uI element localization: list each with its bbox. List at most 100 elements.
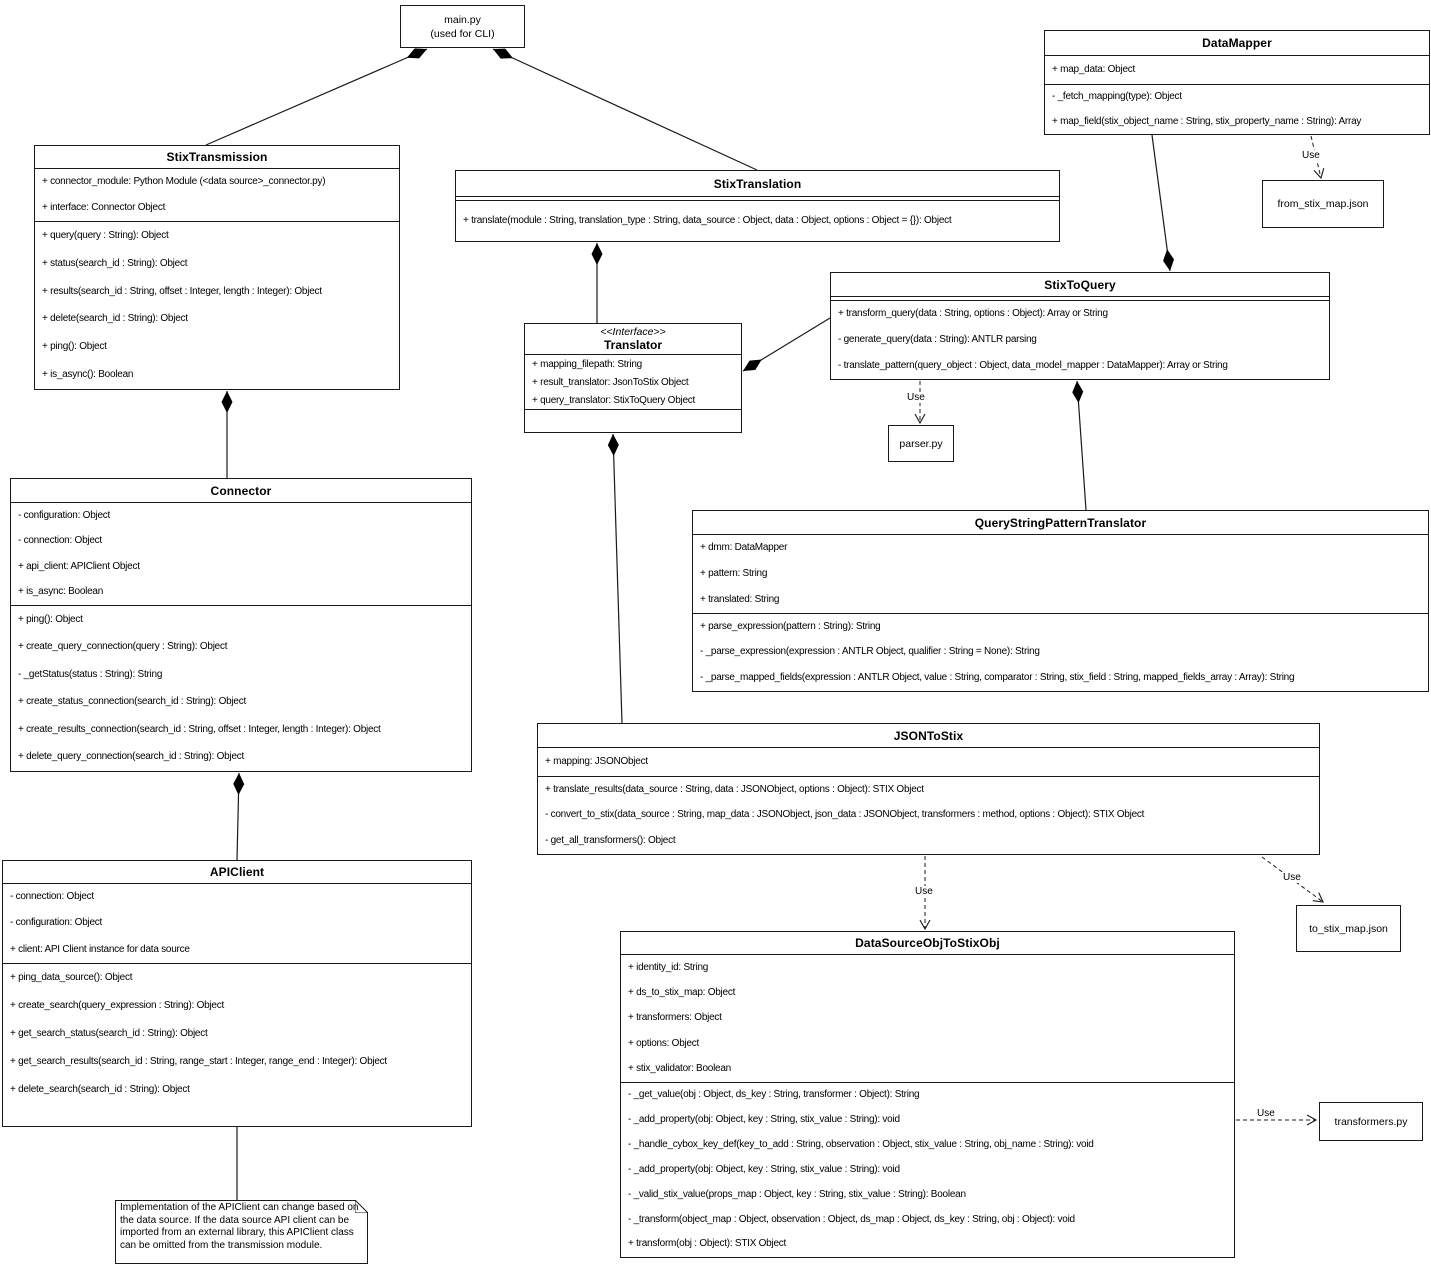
apiclient-note: Implementation of the APIClient can chan… [115,1200,368,1264]
class-header: <<Interface>> Translator [525,324,741,355]
artifact-label: from_stix_map.json [1277,198,1369,210]
uml-member: + query(query : String): Object [42,229,169,241]
edge-translator-stixtoquery [742,317,831,372]
class-connector: Connector - configuration: Object - conne… [10,478,472,772]
uml-member: + ping_data_source(): Object [10,972,133,983]
artifact-label: to_stix_map.json [1309,922,1388,935]
class-jsontostix: JSONToStix + mapping: JSONObject + trans… [537,723,1320,855]
uml-member: - generate_query(data : String): ANTLR p… [838,334,1037,345]
methods-section: - _get_value(obj : Object, ds_key : Stri… [621,1082,1234,1257]
uml-member: + create_search(query_expression : Strin… [10,1000,224,1011]
uml-member: + transformers: Object [628,1012,722,1024]
class-title: Translator [603,338,663,352]
attributes-section: + map_data: Object [1045,56,1429,84]
class-querystringpatterntranslator: QueryStringPatternTranslator + dmm: Data… [692,510,1429,692]
uml-member: + client: API Client instance for data s… [10,943,190,955]
uml-member: - _parse_mapped_fields(expression : ANTL… [700,672,1295,684]
use-dependency-label: Use [905,392,927,403]
uml-member: + translated: String [700,594,780,605]
artifact-label: transformers.py [1334,1115,1408,1128]
uml-member: + transform_query(data : String, options… [838,308,1108,319]
uml-member: - _transform(object_map : Object, observ… [628,1213,1075,1225]
uml-member: + delete_query_connection(search_id : St… [18,751,245,763]
main-py-title: main.py [444,13,481,26]
class-title: StixTransmission [35,146,399,169]
uml-member: + transform(obj : Object): STIX Object [628,1238,787,1250]
uml-member: + status(search_id : String): Object [42,257,188,269]
uml-member: + create_results_connection(search_id : … [18,723,381,735]
attributes-section: + mapping_filepath: String+ result_trans… [525,355,741,409]
artifact-transformers-py: transformers.py [1319,1102,1423,1141]
uml-member: + results(search_id : String, offset : I… [42,285,322,297]
edge-stixtoquery-querystringpatterntranslator [1072,380,1087,511]
uml-member: + identity_id: String [628,961,709,973]
use-dependency-label: Use [1300,150,1322,161]
edge-datamapper-stixtoquery [1151,134,1175,272]
use-dependency-label: Use [913,886,935,897]
attributes-section: + connector_module: Python Module (<data… [35,169,399,221]
class-title: QueryStringPatternTranslator [693,511,1428,535]
uml-member: + interface: Connector Object [42,202,166,213]
uml-member: + get_search_status(search_id : String):… [10,1028,208,1039]
artifact-to-stix-map-json: to_stix_map.json [1296,905,1401,952]
uml-member: - _add_property(obj: Object, key : Strin… [628,1163,900,1175]
uml-member: + options: Object [628,1037,700,1049]
uml-member: - convert_to_stix(data_source : String, … [545,809,1145,821]
class-title: APIClient [3,861,471,884]
uml-member: + mapping_filepath: String [532,358,642,370]
class-title: DataSourceObjToStixObj [621,932,1234,955]
interface-stereotype: <<Interface>> [600,326,666,338]
uml-member: + parse_expression(pattern : String): St… [700,620,881,632]
uml-member: - _add_property(obj: Object, key : Strin… [628,1114,900,1126]
uml-member: + pattern: String [700,568,768,579]
class-datamapper: DataMapper + map_data: Object - _fetch_m… [1044,30,1430,135]
methods-section: + transform_query(data : String, options… [831,300,1329,379]
class-title: StixTranslation [456,171,1059,197]
uml-member: + mapping: JSONObject [545,756,648,767]
uml-member: + is_async(): Boolean [42,369,134,381]
methods-section: + translate(module : String, translation… [456,200,1059,241]
uml-member: + create_query_connection(query : String… [18,641,228,653]
class-main-py: main.py (used for CLI) [400,5,525,48]
methods-section: + parse_expression(pattern : String): St… [693,613,1428,691]
edge-translator-jsontostix [607,433,623,724]
class-title: DataMapper [1045,31,1429,56]
artifact-parser-py: parser.py [888,425,954,462]
uml-member: + translate(module : String, translation… [463,215,952,226]
uml-member: + query_translator: StixToQuery Object [532,394,696,406]
uml-member: + stix_validator: Boolean [628,1063,731,1075]
methods-section: + ping_data_source(): Object + create_sea… [3,963,471,1126]
uml-member: + map_field(stix_object_name : String, s… [1052,115,1362,127]
uml-member: - _parse_expression(expression : ANTLR O… [700,646,1040,658]
uml-member: - connection: Object [18,535,102,547]
uml-member: - configuration: Object [10,917,103,929]
uml-member: + ds_to_stix_map: Object [628,987,736,999]
methods-section: - _fetch_mapping(type): Object+ map_fiel… [1045,84,1429,134]
methods-section: + translate_results(data_source : String… [538,776,1319,854]
methods-section: + query(query : String): Object + status(… [35,221,399,389]
uml-member: - configuration: Object [18,509,111,521]
class-stixtoquery: StixToQuery + transform_query(data : Str… [830,272,1330,380]
class-title: JSONToStix [538,724,1319,748]
uml-member: + translate_results(data_source : String… [545,783,924,795]
uml-member: - get_all_transformers(): Object [545,835,676,847]
uml-member: - translate_pattern(query_object : Objec… [838,360,1228,371]
methods-section: + ping(): Object+ create_query_connectio… [11,605,471,771]
class-title: StixToQuery [831,273,1329,297]
uml-member: - _valid_stix_value(props_map : Object, … [628,1188,966,1200]
class-title: Connector [11,479,471,503]
uml-member: + dmm: DataMapper [700,542,788,553]
uml-member: - connection: Object [10,891,94,903]
class-stixtransmission: StixTransmission + connector_module: Pyt… [34,145,400,390]
uml-member: + create_status_connection(search_id : S… [18,696,247,708]
use-dependency-label: Use [1281,872,1303,883]
attributes-section: - configuration: Object - connection: Obj… [11,503,471,605]
uml-member: + is_async: Boolean [18,586,104,598]
artifact-label: parser.py [899,437,943,450]
uml-member: + connector_module: Python Module (<data… [42,176,326,187]
class-stixtranslation: StixTranslation + translate(module : Str… [455,170,1060,242]
uml-member: + delete_search(search_id : String): Obj… [10,1084,190,1095]
uml-member: + delete(search_id : String): Object [42,313,188,325]
note-fold-corner-icon [355,1200,368,1213]
